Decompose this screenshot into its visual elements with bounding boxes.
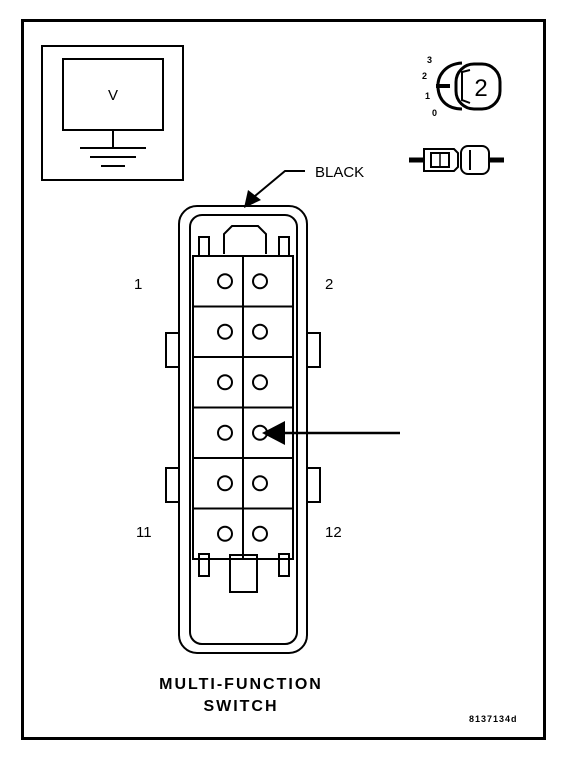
ignition-mark-0: 0 xyxy=(432,108,438,118)
pin-terminal xyxy=(252,525,268,542)
pin-label-2: 2 xyxy=(325,276,333,293)
pin-terminal xyxy=(252,273,268,290)
ignition-switch-icon: 3 2 1 0 2 xyxy=(422,55,502,118)
pin-terminal xyxy=(252,374,268,391)
connector-body xyxy=(165,205,321,654)
connector-color-label: BLACK xyxy=(315,164,364,181)
ignition-mark-1: 1 xyxy=(425,91,431,101)
pin-terminal xyxy=(217,374,233,391)
connector-title-line2: SWITCH xyxy=(203,698,278,715)
connector-title-line1: MULTI-FUNCTION xyxy=(159,676,323,693)
pin-terminal xyxy=(217,424,233,441)
pin-label-1: 1 xyxy=(134,276,142,293)
ignition-mark-3: 3 xyxy=(427,55,433,65)
voltmeter-symbol: V xyxy=(108,87,118,104)
probe-arrow xyxy=(262,421,400,445)
pin-terminal xyxy=(217,475,233,492)
pin-grid xyxy=(192,255,294,560)
pin-terminal xyxy=(252,323,268,340)
color-callout: BLACK xyxy=(244,164,364,208)
test-lead-icon xyxy=(409,145,504,175)
pin-label-12: 12 xyxy=(325,524,342,541)
ignition-selected-position: 2 xyxy=(474,75,487,102)
voltmeter-icon: V xyxy=(41,45,184,181)
pin-terminal xyxy=(217,323,233,340)
pin-terminal xyxy=(252,475,268,492)
pin-terminal xyxy=(217,525,233,542)
figure-border xyxy=(21,19,546,740)
figure-code: 8137134d xyxy=(469,714,518,724)
pin-terminal xyxy=(217,273,233,290)
ignition-mark-2: 2 xyxy=(422,71,428,81)
pin-cavity xyxy=(242,507,294,560)
pin-label-11: 11 xyxy=(136,524,152,541)
